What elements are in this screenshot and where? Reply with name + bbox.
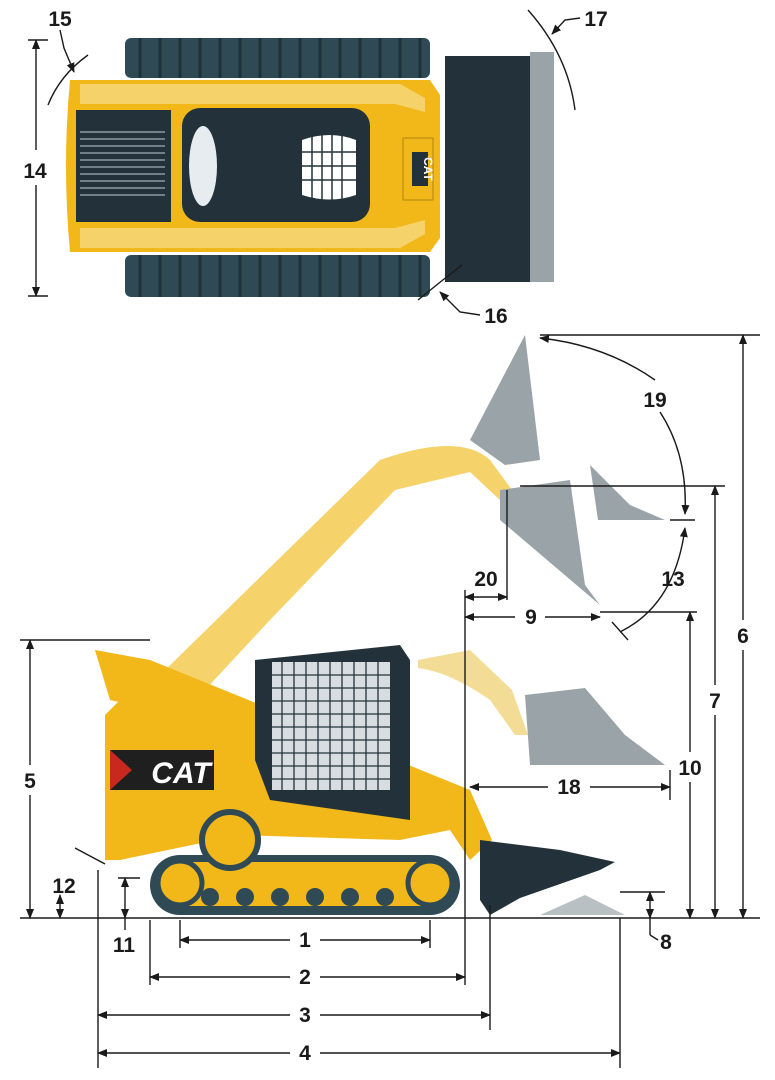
cab-grille bbox=[272, 662, 390, 790]
callout-19: 19 bbox=[643, 389, 666, 412]
bucket-icon bbox=[540, 895, 625, 915]
callout-14: 14 bbox=[23, 160, 47, 183]
cab-grille bbox=[302, 135, 356, 200]
lift-arm-icon bbox=[160, 446, 512, 690]
callout-7: 7 bbox=[709, 690, 721, 713]
dimension-arrow bbox=[539, 334, 656, 381]
callout-3: 3 bbox=[299, 1004, 311, 1027]
bucket-icon bbox=[445, 56, 535, 282]
lift-arm-icon bbox=[418, 650, 528, 735]
callout-6: 6 bbox=[737, 625, 749, 648]
callout-9: 9 bbox=[525, 606, 537, 629]
bucket-icon bbox=[590, 465, 665, 520]
undercarriage bbox=[165, 862, 445, 906]
idler bbox=[405, 858, 455, 908]
dimension-arrow bbox=[551, 17, 581, 35]
dimension-arrow bbox=[659, 411, 690, 515]
callout-17: 17 bbox=[584, 8, 607, 31]
callout-2: 2 bbox=[299, 966, 311, 989]
brand-label-side: CAT bbox=[151, 757, 213, 790]
bucket-lip bbox=[530, 52, 554, 282]
callout-labels: 1 2 3 4 5 6 7 8 9 10 11 12 13 14 15 16 1… bbox=[23, 8, 749, 1065]
dimension-lines bbox=[20, 9, 760, 1068]
cat-logo-icon bbox=[412, 152, 428, 186]
cab-window bbox=[189, 126, 217, 206]
sprocket bbox=[199, 809, 261, 871]
idler bbox=[155, 858, 205, 908]
lift-arm-icon bbox=[80, 84, 425, 112]
track-icon bbox=[125, 255, 430, 297]
bucket-icon bbox=[470, 335, 540, 465]
track-icon bbox=[125, 38, 430, 78]
bucket-icon bbox=[525, 688, 665, 765]
callout-4: 4 bbox=[299, 1042, 311, 1065]
callout-12: 12 bbox=[52, 875, 75, 898]
callout-16: 16 bbox=[484, 305, 507, 328]
callout-8: 8 bbox=[660, 931, 672, 954]
brand-label-top: CAT bbox=[421, 157, 435, 181]
bucket-icon bbox=[480, 840, 615, 915]
callout-13: 13 bbox=[661, 568, 684, 591]
callout-15: 15 bbox=[48, 8, 72, 31]
boom-arm bbox=[95, 650, 492, 860]
callout-11: 11 bbox=[113, 934, 136, 957]
callout-10: 10 bbox=[678, 757, 701, 780]
lift-arm-icon bbox=[80, 220, 425, 248]
bucket-icon bbox=[500, 480, 600, 605]
dimension-arrow bbox=[619, 527, 688, 633]
dimension-arrow bbox=[59, 29, 75, 73]
top-view: CAT bbox=[66, 38, 554, 297]
callout-1: 1 bbox=[299, 929, 311, 952]
side-view: CAT bbox=[95, 335, 665, 915]
dimension-arrow bbox=[439, 291, 481, 316]
callout-5: 5 bbox=[24, 770, 36, 793]
callout-18: 18 bbox=[557, 776, 581, 799]
callout-20: 20 bbox=[474, 568, 497, 591]
